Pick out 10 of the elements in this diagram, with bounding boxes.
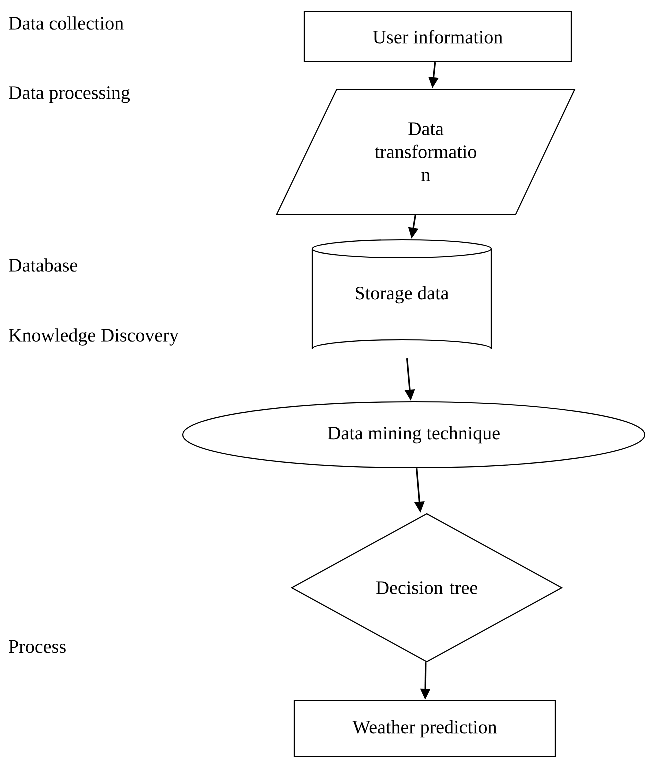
stage-label: Database bbox=[9, 258, 78, 272]
stage-label: Data processing bbox=[9, 86, 130, 104]
database-cylinder: Storage data bbox=[312, 239, 492, 350]
process-box: Weather prediction bbox=[294, 700, 556, 758]
node-label: Storage data bbox=[356, 286, 449, 304]
stage-label: Knowledge Discovery bbox=[9, 328, 179, 346]
stage-label: Data collection bbox=[9, 16, 124, 30]
stage-label: Process bbox=[9, 640, 66, 654]
data-parallelogram: Data transformatio n bbox=[276, 88, 576, 216]
process-box: User information bbox=[304, 11, 572, 63]
